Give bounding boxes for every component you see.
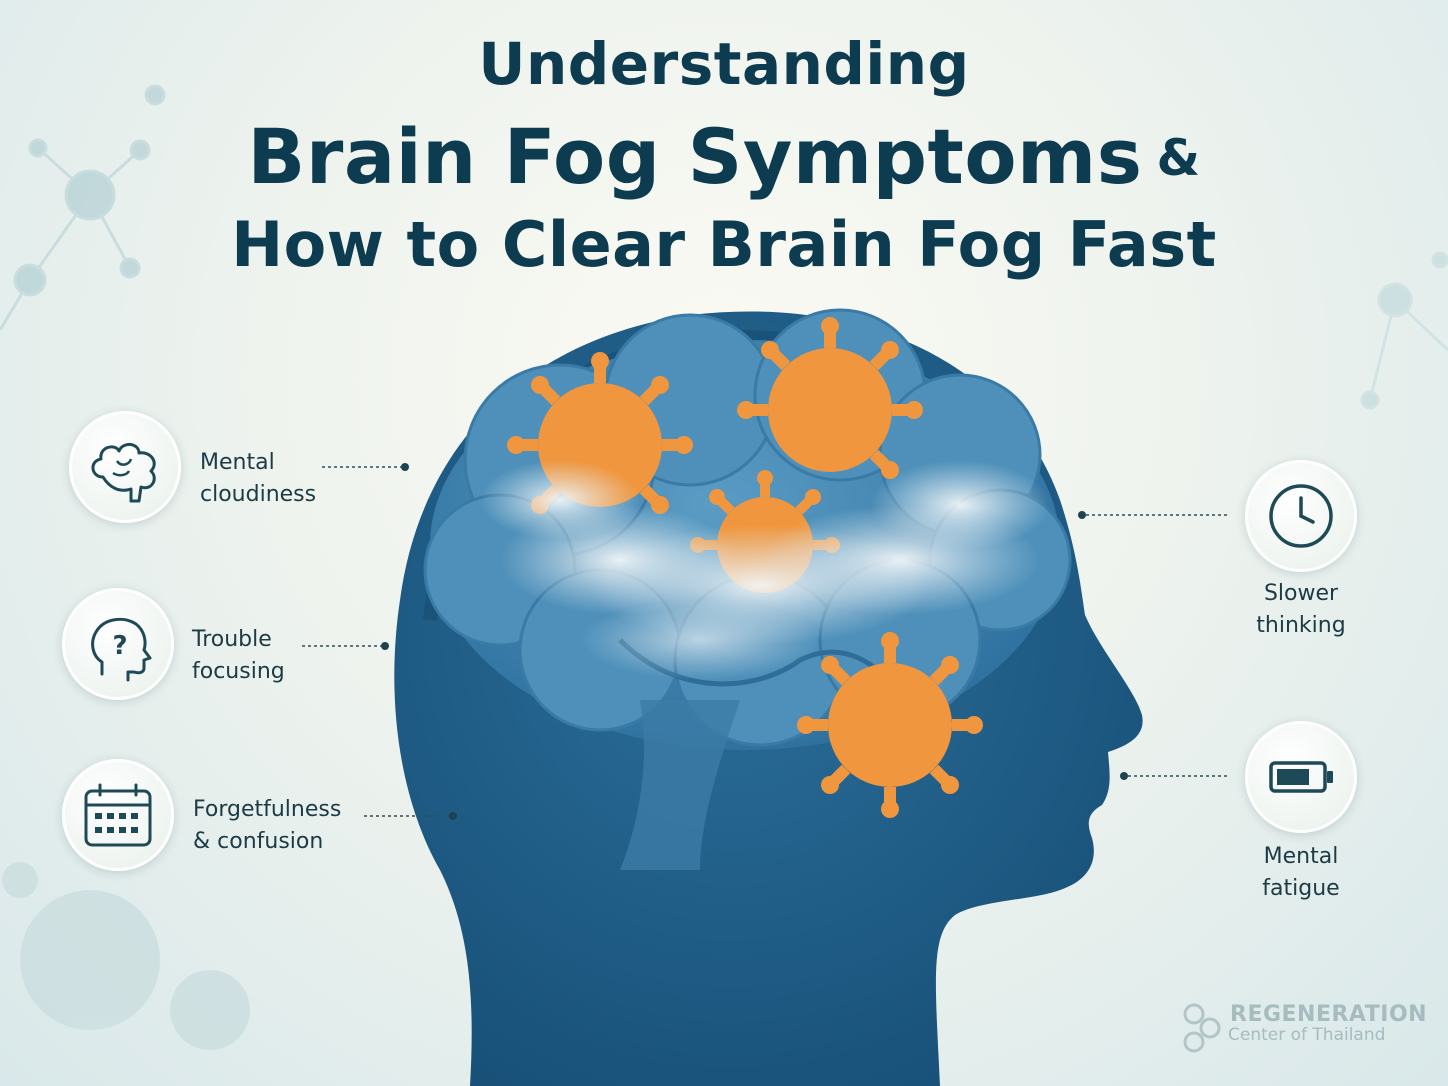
symptom-icon-circle-mental-fatigue	[1245, 721, 1357, 833]
head-question-icon: ?	[91, 617, 152, 682]
title-line-2: Brain Fog Symptoms&	[0, 112, 1448, 201]
symptom-label-forgetfulness: Forgetfulness & confusion	[193, 794, 341, 858]
bubbles-bottom-left	[2, 862, 250, 1050]
symptom-label-slower-thinking: Slower thinking	[1225, 578, 1377, 642]
symptom-icon-circle-mental-cloudiness	[69, 411, 181, 523]
connector-lines	[302, 463, 1230, 820]
virus-icon	[797, 632, 983, 818]
symptom-label-trouble-focusing: Trouble focusing	[192, 624, 285, 688]
symptom-icon-circle-forgetfulness	[62, 759, 174, 871]
battery-icon	[1269, 761, 1333, 793]
symptom-label-line: cloudiness	[200, 482, 317, 507]
title-line-3: How to Clear Brain Fog Fast	[231, 208, 1217, 281]
symptom-icon-circle-slower-thinking	[1245, 460, 1357, 572]
symptom-label-line: Mental	[200, 450, 275, 475]
symptom-label-line: Mental	[1263, 844, 1339, 869]
molecule-left-icon	[0, 84, 166, 331]
symptom-label-line: focusing	[192, 659, 285, 684]
virus-icon	[737, 317, 923, 479]
watermark-name: REGENERATION	[1230, 1002, 1428, 1027]
title-line-1: Understanding	[478, 30, 970, 98]
symptom-label-line: Slower	[1263, 581, 1339, 606]
title-ampersand: &	[1156, 129, 1201, 187]
watermark-logo: REGENERATION Center of Thailand	[1180, 1002, 1428, 1053]
brain-icon	[91, 443, 156, 503]
symptom-icon-circle-trouble-focusing: ?	[62, 588, 174, 700]
symptom-label-line: Trouble	[192, 627, 272, 652]
fog-cloud	[480, 460, 1050, 680]
symptom-label-line: Forgetfulness	[193, 797, 342, 822]
symptom-label-mental-fatigue: Mental fatigue	[1225, 841, 1377, 905]
symptom-label-line: thinking	[1256, 613, 1346, 638]
title-line-2-text: Brain Fog Symptoms	[247, 112, 1143, 201]
virus-particles	[507, 317, 983, 818]
symptom-label-mental-cloudiness: Mental cloudiness	[200, 447, 316, 511]
symptom-label-line: & confusion	[193, 829, 324, 854]
logo-hexagon-icon	[1183, 1003, 1221, 1053]
watermark-subtitle: Center of Thailand	[1228, 1025, 1386, 1045]
symptom-label-line: fatigue	[1262, 876, 1340, 901]
clock-icon	[1269, 484, 1333, 548]
svg-text:?: ?	[112, 631, 127, 661]
molecule-right-icon	[1360, 251, 1448, 410]
calendar-icon	[84, 783, 152, 847]
